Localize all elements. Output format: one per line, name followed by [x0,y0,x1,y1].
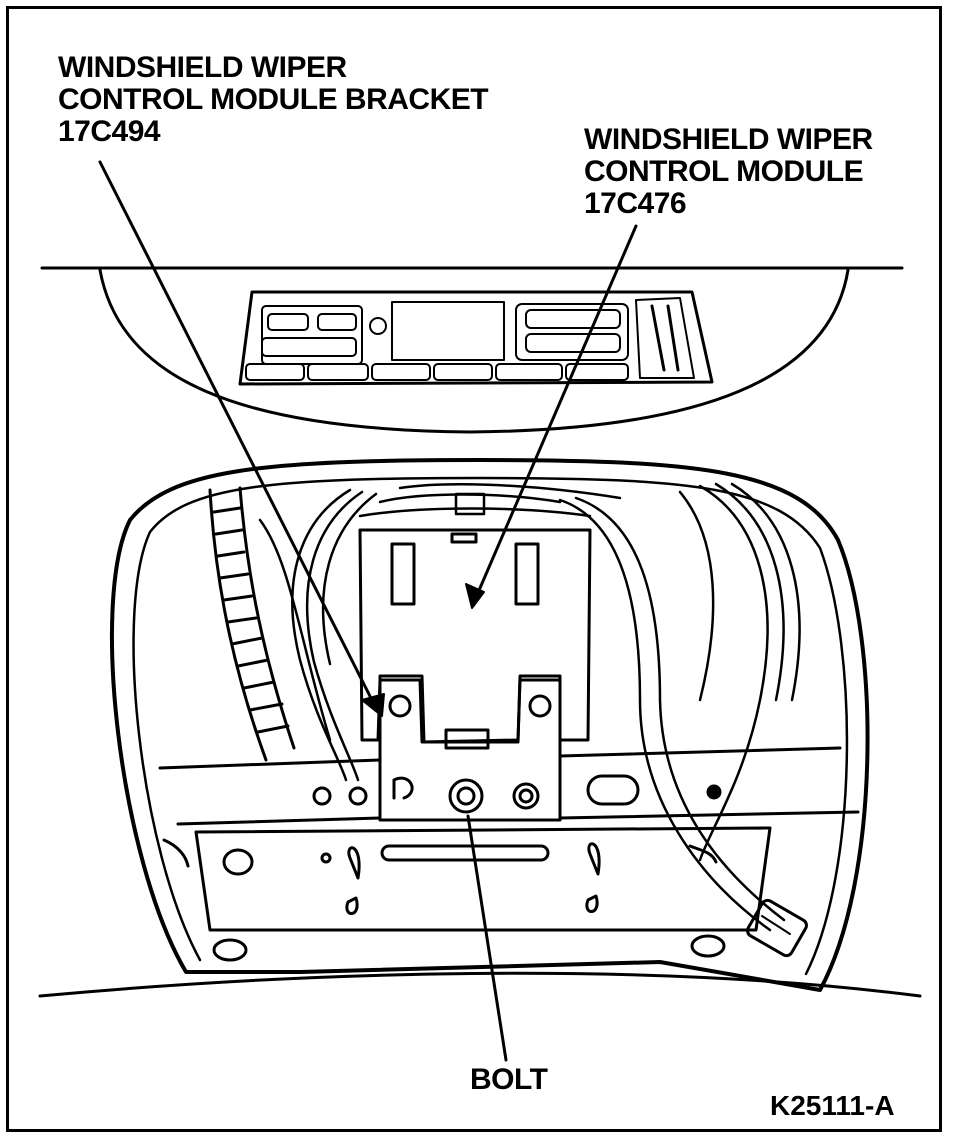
cross-member [158,746,860,826]
automatic-button [525,333,621,353]
lower-rail [162,826,772,962]
bracket-callout-line1: WINDSHIELD WIPER [58,51,347,84]
bolt [448,778,484,814]
bracket-callout-line2: CONTROL MODULE BRACKET [58,83,489,116]
wire-harness-right [558,482,801,932]
module-callout-line1: WINDSHIELD WIPER [584,123,873,156]
top-connector [358,483,622,518]
console-opening-outer [109,458,870,992]
bolt-callout: BOLT [470,1063,548,1096]
figure-id: K25111-A [770,1090,895,1121]
leader-module [472,224,638,604]
module-callout: WINDSHIELD WIPER CONTROL MODULE 17C476 [584,124,873,220]
bracket-callout: WINDSHIELD WIPER CONTROL MODULE BRACKET … [58,51,489,148]
wiper-control-module [358,528,592,744]
climate-control-panel [238,290,714,386]
wire-harness-left [258,488,378,782]
corrugated-conduit [208,486,296,762]
bracket-part-number: 17C494 [58,115,161,148]
panel-display [391,301,505,361]
temp-button-right [317,313,357,331]
module-part-number: 17C476 [584,187,687,220]
off-button [525,309,621,329]
wiper-module-bracket [378,674,562,822]
figure-frame [6,6,942,1132]
leader-module-arrow [465,583,485,609]
temp-button-left [267,313,309,331]
wire-connector [746,898,808,958]
panel-knob [369,317,387,335]
leader-bolt [466,814,508,1062]
console-lower-edge [38,971,922,998]
module-callout-line2: CONTROL MODULE [584,155,864,188]
console-opening-inner [132,476,849,976]
leader-bracket-arrow [361,693,385,717]
display-button [261,337,357,357]
leader-bracket [98,160,380,714]
fan-slider [635,297,695,379]
console-upper-curve [98,268,850,434]
